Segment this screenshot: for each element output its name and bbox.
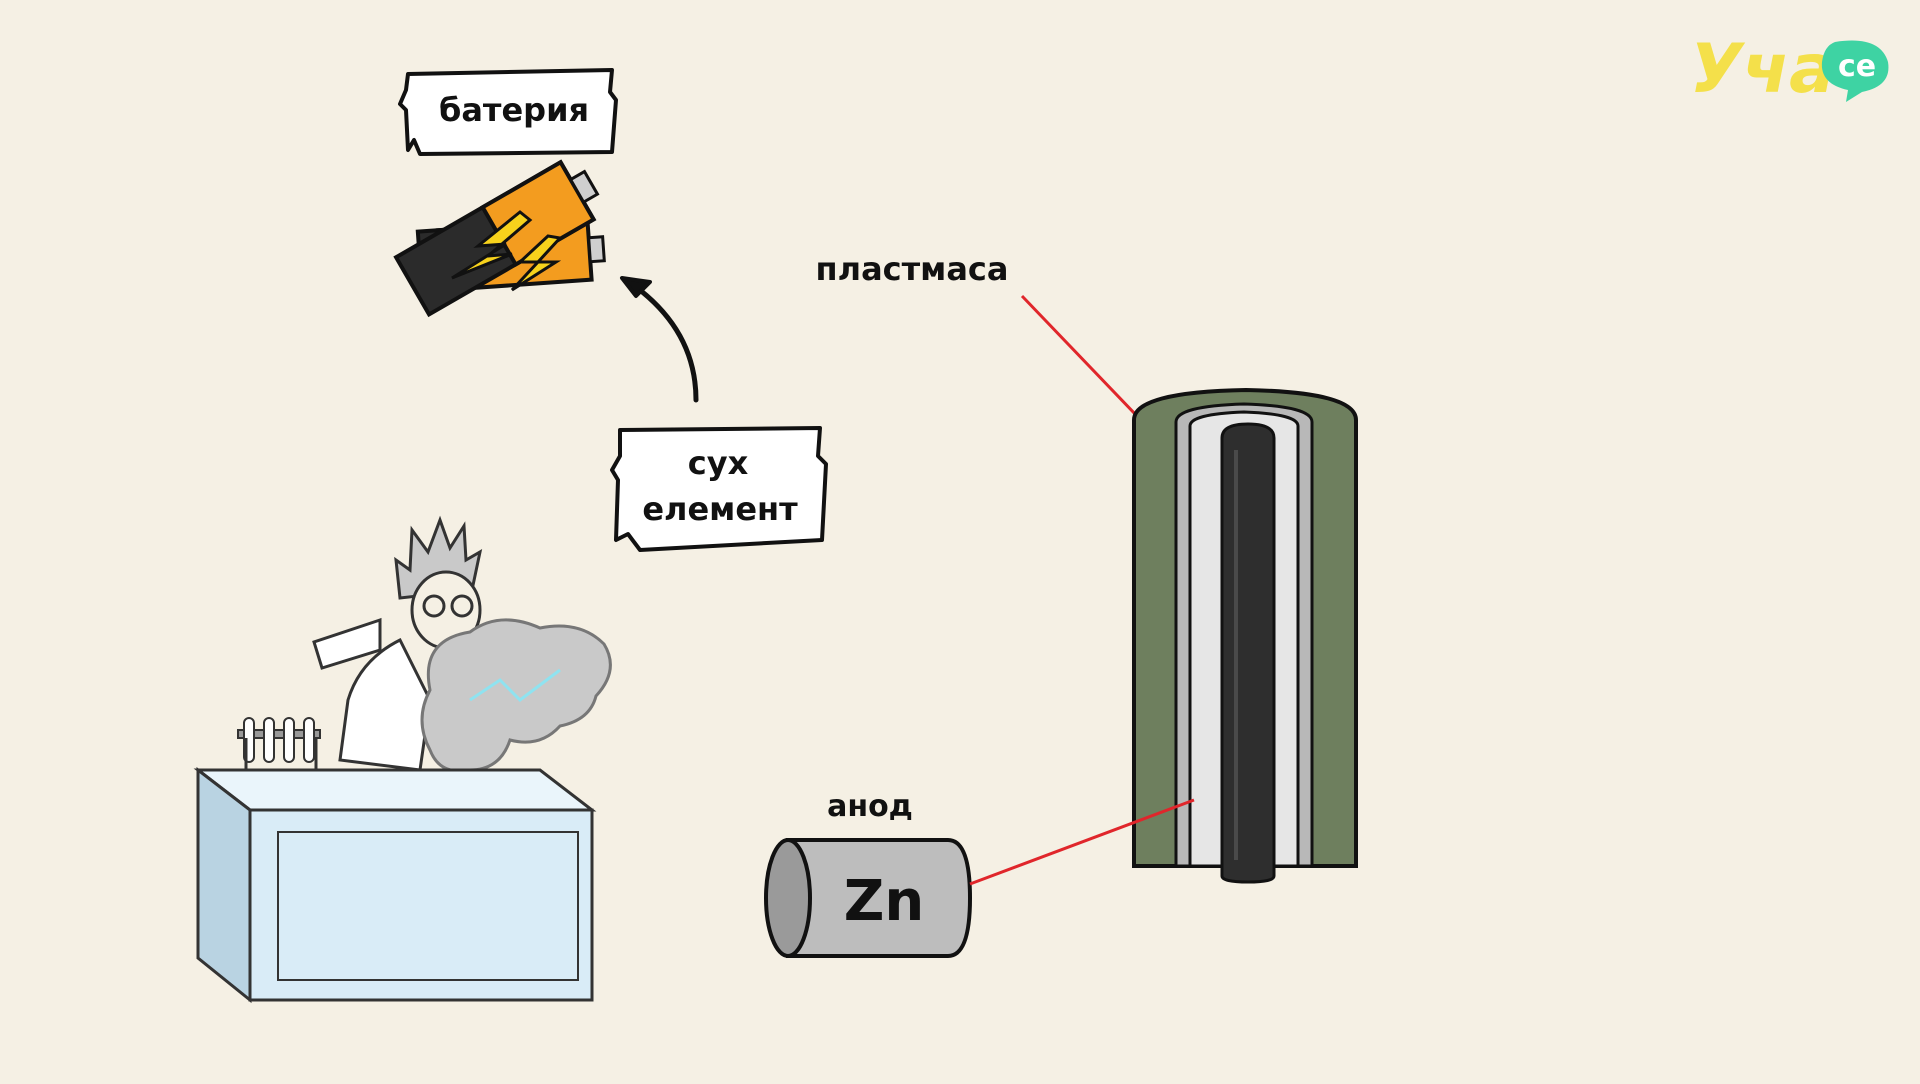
zinc-cylinder-icon: Zn xyxy=(764,838,973,958)
anode-label: анод xyxy=(827,789,913,824)
logo-badge: се xyxy=(1821,40,1889,102)
zinc-label-text: Zn xyxy=(844,869,924,934)
battery-label: батерия xyxy=(398,68,618,156)
lightning-icon xyxy=(451,210,533,280)
plastic-label-text: пластмаса xyxy=(816,250,1009,288)
brand-logo: Уча се xyxy=(1690,30,1889,109)
dry-cell-label: сух елемент xyxy=(610,426,828,552)
dry-cell-cutaway-icon xyxy=(1132,387,1358,884)
lab-table xyxy=(193,766,597,1004)
logo-text: Уча xyxy=(1690,30,1835,109)
logo-badge-text: се xyxy=(1838,49,1876,84)
dry-cell-label-line2: елемент xyxy=(642,490,798,528)
scientist-illustration xyxy=(193,515,612,1004)
battery-pair-icon xyxy=(393,159,606,318)
anode-leader-line xyxy=(969,798,1195,886)
carbon-rod xyxy=(1220,422,1276,884)
anode-label-text: анод xyxy=(827,789,913,824)
curved-arrow-icon xyxy=(620,276,699,403)
dry-cell-label-line1: сух xyxy=(688,444,749,482)
battery-label-text: батерия xyxy=(439,91,589,129)
